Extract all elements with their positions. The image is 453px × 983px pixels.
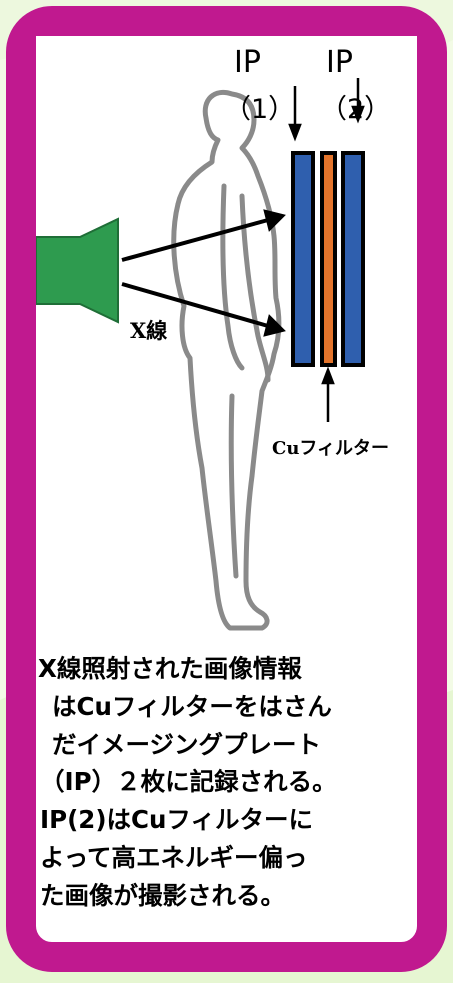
caption-text: X線照射された画像情報 はCuフィルターをはさん だイメージングプレート （IP… [38, 650, 416, 915]
ip2-label-top: IP [326, 45, 353, 80]
xray-label: X線 [130, 318, 168, 343]
ip1-label-bottom: （1） [224, 94, 296, 125]
imaging-plate-2 [341, 151, 365, 367]
diagram-area: IP （1） IP （2） X線 Cuフィルター [36, 36, 417, 644]
xray-source [36, 217, 119, 324]
imaging-plate-1 [291, 151, 315, 367]
caption-line: はCuフィルターをはさん [52, 691, 332, 721]
cu-filter-label: Cuフィルター [272, 438, 390, 459]
xray-beams [121, 209, 286, 337]
caption-line: （IP）２枚に記録される。 [40, 767, 337, 797]
caption-line: X線照射された画像情報 [38, 654, 302, 683]
human-silhouette [171, 90, 282, 631]
caption-line: IP(2)はCuフィルターに [40, 805, 313, 835]
cu-filter-plate [320, 151, 337, 367]
ip2-label-bottom: （2） [320, 94, 392, 125]
ip1-label-top: IP [234, 45, 261, 80]
caption-line: だイメージングプレート [52, 729, 322, 759]
pointer-arrows [288, 78, 365, 422]
diagram-svg [36, 78, 365, 631]
caption-line: よって高エネルギー偏っ [40, 842, 308, 872]
caption-line: た画像が撮影される。 [40, 880, 285, 910]
